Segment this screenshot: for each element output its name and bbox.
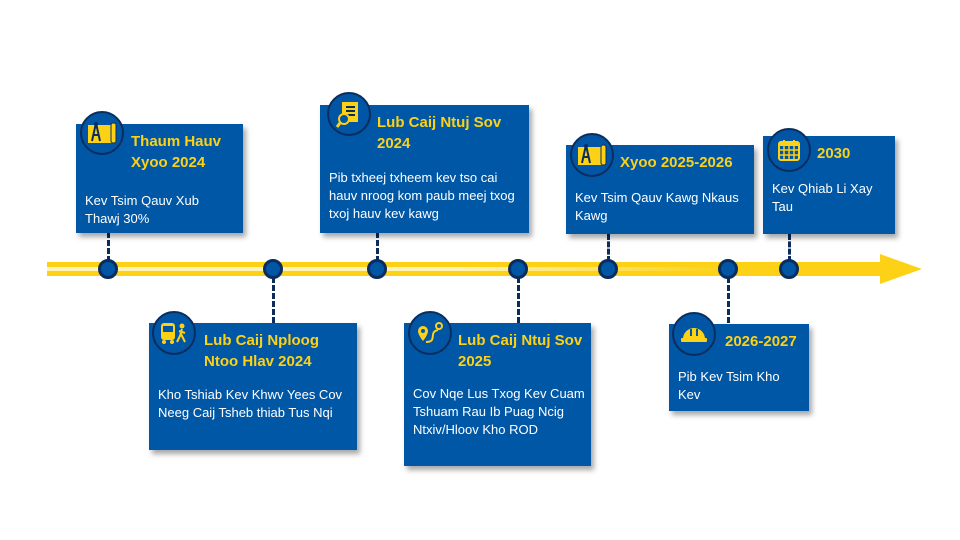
body: Cov Nqe Lus Txog Kev Cuam Tshuam Rau Ib …	[413, 386, 585, 437]
document-search-icon	[327, 92, 371, 136]
title: Lub Caij Nploog Ntoo Hlav 2024	[204, 332, 319, 370]
body: Kho Tshiab Kev Khwv Yees Cov Neeg Caij T…	[158, 387, 343, 420]
timeline-node	[98, 259, 118, 279]
title: Lub Caij Ntuj Sov 2025	[458, 332, 583, 370]
hard-hat-icon	[672, 312, 716, 356]
title: 2026-2027	[725, 333, 797, 350]
body: Kev Qhiab Li Xay Tau	[772, 181, 873, 214]
bus-pedestrian-icon	[152, 311, 196, 355]
timeline-arrowhead	[880, 254, 922, 284]
connector-stem	[607, 234, 610, 262]
connector-stem	[517, 277, 520, 323]
timeline-node	[367, 259, 387, 279]
title: 2030	[817, 145, 851, 162]
connector-stem	[107, 232, 110, 262]
timeline-node	[263, 259, 283, 279]
blueprint-compass-icon	[570, 133, 614, 177]
body: Kev Tsim Qauv Xub Thawj 30%	[85, 193, 199, 226]
connector-stem	[376, 232, 379, 262]
timeline-node	[598, 259, 618, 279]
blueprint-compass-icon	[80, 111, 124, 155]
milestone-card: 2026-2027 Pib Kev Tsim Kho Kev	[669, 324, 809, 411]
calendar-icon	[767, 128, 811, 172]
body: Pib txheej txheem kev tso cai hauv nroog…	[329, 170, 515, 221]
connector-stem	[788, 234, 791, 262]
timeline-node	[718, 259, 738, 279]
milestone-card: 2030 Kev Qhiab Li Xay Tau	[763, 136, 895, 234]
timeline-node	[779, 259, 799, 279]
connector-stem	[727, 277, 730, 323]
connector-stem	[272, 277, 275, 323]
route-pin-icon	[408, 311, 452, 355]
title: Xyoo 2025-2026	[620, 154, 733, 171]
timeline-node	[508, 259, 528, 279]
milestone-card: Thaum Hauv Xyoo 2024 Kev Tsim Qauv Xub T…	[76, 124, 243, 233]
body: Kev Tsim Qauv Kawg Nkaus Kawg	[575, 190, 739, 223]
title: Thaum Hauv Xyoo 2024	[131, 133, 222, 171]
title: Lub Caij Ntuj Sov 2024	[377, 114, 502, 152]
timeline-track-highlight	[47, 267, 727, 271]
body: Pib Kev Tsim Kho Kev	[678, 369, 780, 402]
